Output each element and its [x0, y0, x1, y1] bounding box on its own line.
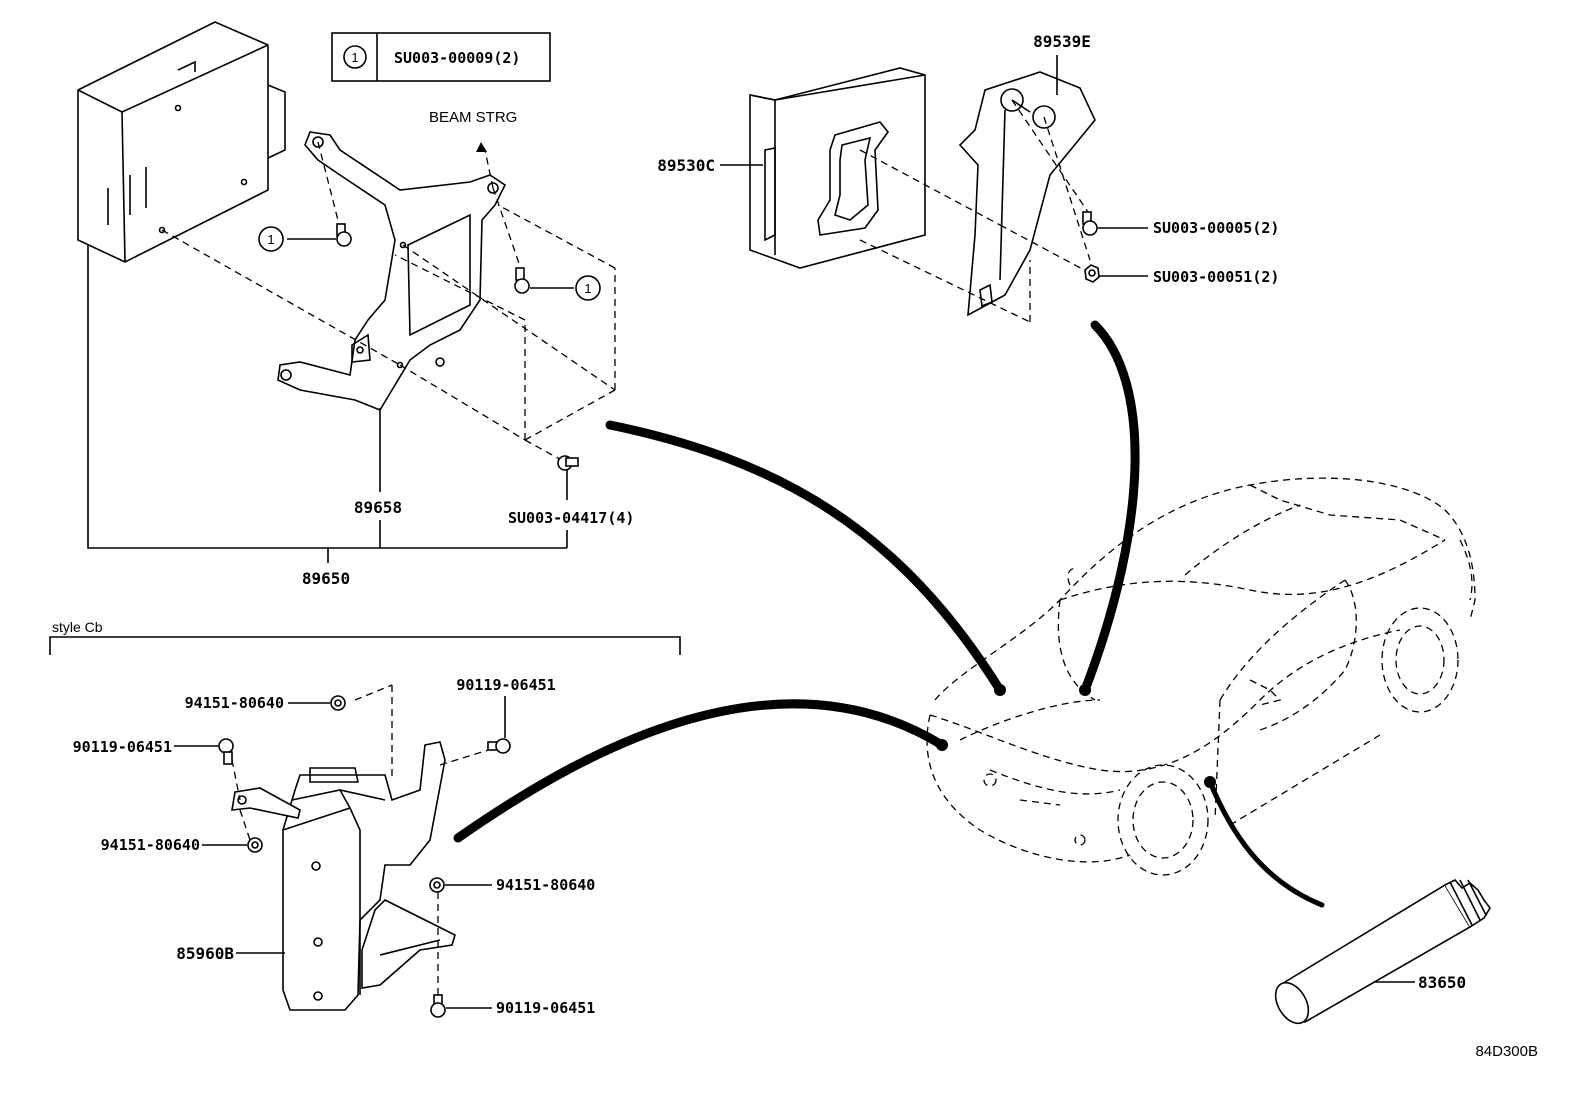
nut-part-number: SU003-00051(2)	[1153, 268, 1279, 286]
assembly-part-number: 89650	[302, 569, 350, 588]
bolt-left-part-number: 90119-06451	[73, 738, 172, 756]
engine-ecu	[749, 67, 926, 269]
callout-table: 1 SU003-00009(2)	[331, 32, 551, 82]
beam-strg-label: BEAM STRG	[429, 109, 517, 126]
mount-bracket-part-number: 89539E	[1033, 32, 1091, 51]
tool-part-number: 83650	[1418, 973, 1466, 992]
bolt-icon	[218, 738, 234, 765]
callout-marker-left: 1	[267, 232, 274, 247]
screw-part-number: SU003-04417(4)	[508, 509, 634, 527]
screw-icon	[514, 267, 530, 294]
bolt-icon	[1082, 211, 1098, 236]
nut-icon	[1084, 264, 1100, 283]
callout-circle-icon	[343, 45, 367, 69]
bolt-icon	[430, 994, 446, 1018]
sensor-bracket-part-number: 85960B	[176, 944, 234, 963]
car-outline	[926, 477, 1476, 876]
bolt-top-right-part-number: 90119-06451	[456, 676, 555, 694]
assembly-lines-left	[161, 141, 616, 463]
ecu-bracket	[277, 131, 507, 411]
sensor-bracket-assembly	[231, 741, 456, 1011]
clip-icon	[247, 837, 263, 853]
location-arcs	[453, 320, 1325, 908]
callout-marker: 1	[351, 50, 358, 65]
ecu-module	[77, 21, 286, 263]
screw-icon	[336, 223, 352, 247]
clip-right-part-number: 94151-80640	[496, 876, 595, 894]
bolt-bottom-part-number: 90119-06451	[496, 999, 595, 1017]
clip-left-part-number: 94151-80640	[101, 836, 200, 854]
style-heading: style Cb	[52, 619, 103, 635]
bolt-part-number: SU003-00005(2)	[1153, 219, 1279, 237]
ecu-mount-bracket	[958, 71, 1096, 317]
ecu-part-number: 89530C	[657, 156, 715, 175]
bracket-part-number: 89658	[354, 498, 402, 517]
callout-circle-icon	[575, 275, 601, 301]
callout-circle-icon	[258, 226, 284, 252]
bolt-icon	[487, 738, 511, 754]
beam-arrow-icon	[476, 142, 487, 152]
clip-icon	[330, 695, 346, 711]
style-group-bracket	[49, 636, 681, 655]
clip-top-part-number: 94151-80640	[185, 694, 284, 712]
cylinder-tool	[1274, 879, 1491, 1025]
diagram-code: 84D300B	[1475, 1043, 1538, 1060]
clip-icon	[429, 877, 445, 893]
screw-icon	[557, 455, 579, 471]
callout-part-number: SU003-00009(2)	[394, 49, 520, 67]
assembly-lines-right	[859, 99, 1091, 323]
callout-marker-right: 1	[584, 281, 591, 296]
